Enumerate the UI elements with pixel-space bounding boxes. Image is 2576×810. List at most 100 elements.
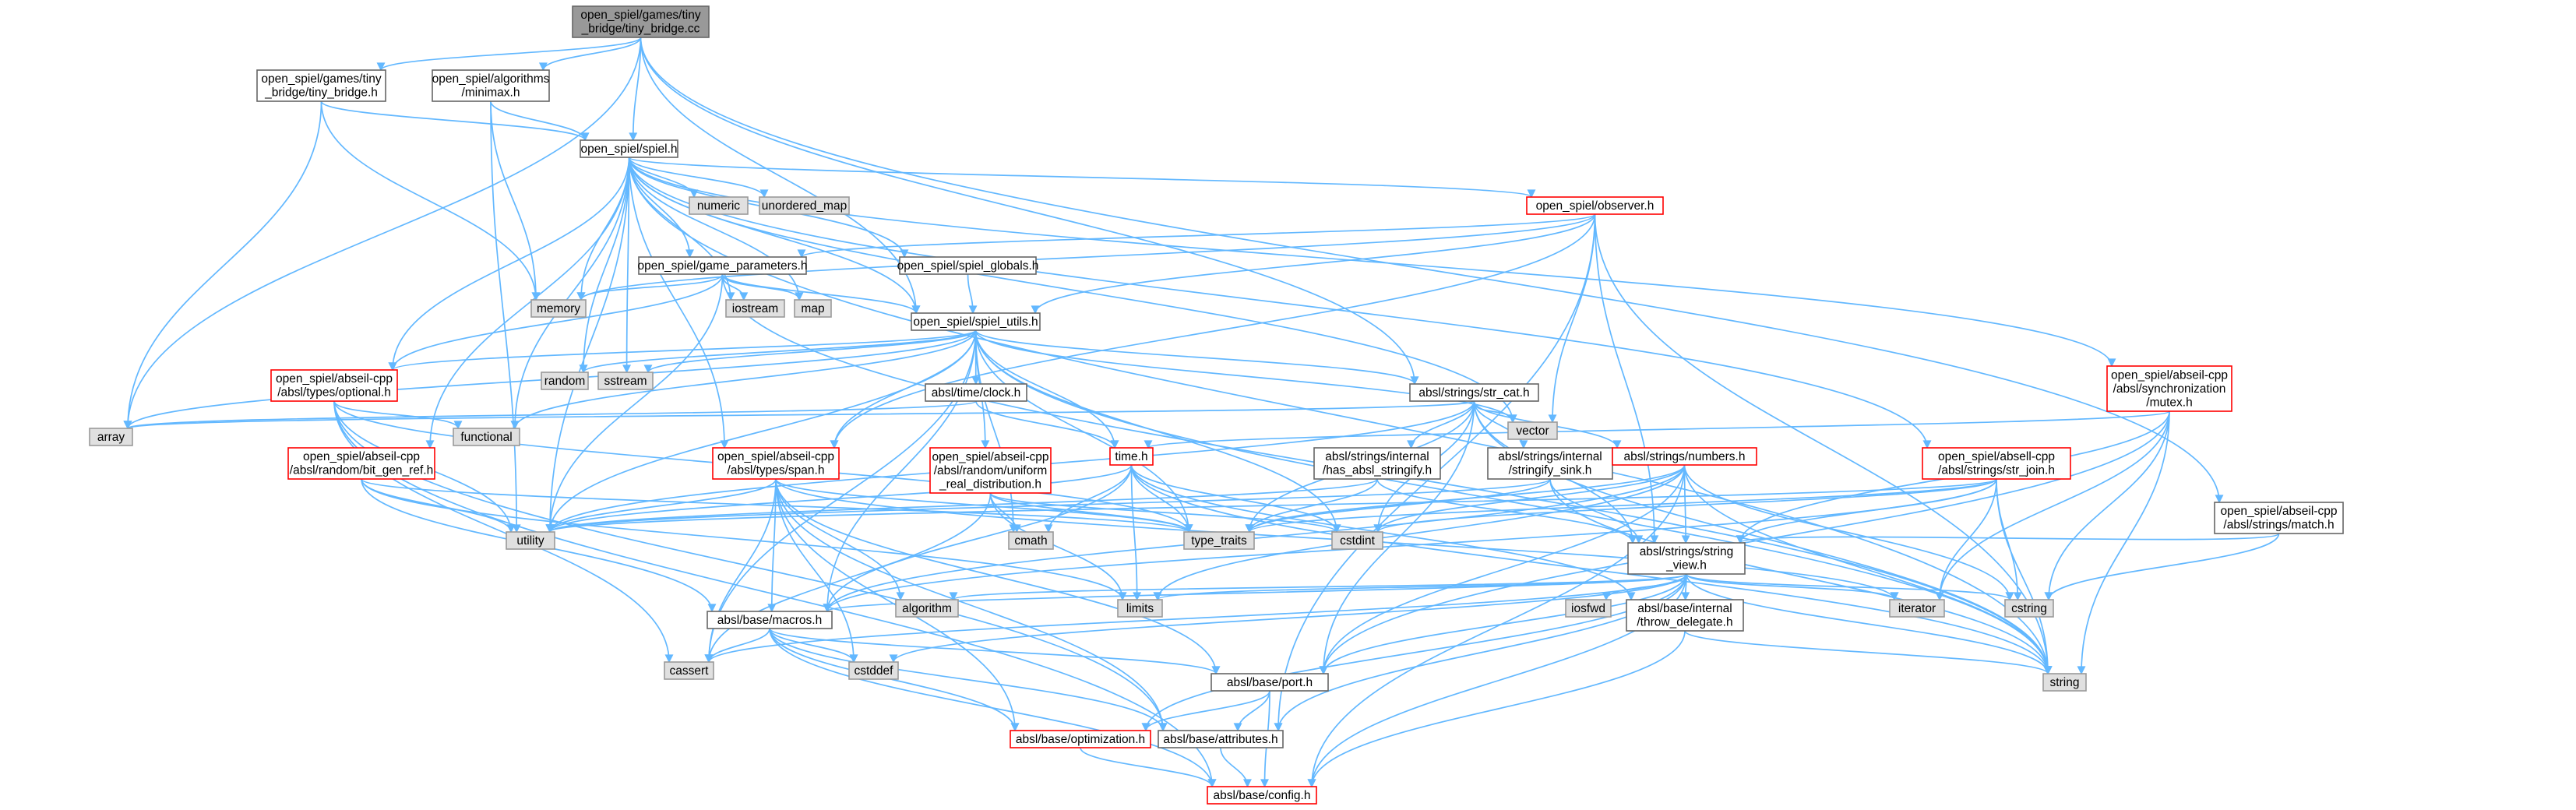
node-time-h[interactable]: time.h <box>1109 447 1154 466</box>
edge-spiel_h-to-memory <box>580 157 630 301</box>
graph-nodes: open_spiel/games/tiny_bridge/tiny_bridge… <box>89 5 2344 805</box>
node-label-line: absl/base/config.h <box>1214 789 1311 802</box>
node-config-h[interactable]: absl/base/config.h <box>1207 786 1317 805</box>
edge-arrowhead <box>2215 495 2224 504</box>
edge-uniform_real_h-to-limits <box>989 492 1123 600</box>
node-numbers-h[interactable]: absl/strings/numbers.h <box>1612 447 1757 466</box>
edge-string_view_h-to-iosfwd <box>1605 573 1687 600</box>
edge-arrowhead <box>1144 440 1153 449</box>
node-label-line: open_spiel/algorithms <box>432 72 550 86</box>
node-port-h[interactable]: absl/base/port.h <box>1210 673 1329 692</box>
edge-optimization_h-to-config_h <box>1080 747 1213 787</box>
node-clock-h[interactable]: absl/time/clock.h <box>925 383 1027 402</box>
node-label-line: sstream <box>604 375 647 388</box>
edge-arrowhead <box>1274 723 1283 732</box>
edge-arrowhead <box>1233 723 1242 732</box>
edge-string_view_h-to-iterator <box>1686 573 1895 600</box>
node-spiel-globals-h[interactable]: open_spiel/spiel_globals.h <box>897 256 1039 275</box>
node-minimax-h[interactable]: open_spiel/algorithms/minimax.h <box>432 69 550 102</box>
edge-arrowhead <box>1332 524 1341 534</box>
node-observer-h[interactable]: open_spiel/observer.h <box>1526 196 1664 215</box>
node-str-join-h[interactable]: open_spiel/absell-cpp/absl/strings/str_j… <box>1922 447 2071 480</box>
node-str-cat-h[interactable]: absl/strings/str_cat.h <box>1409 383 1539 402</box>
edge-match_h-to-string_view_h <box>1739 533 2280 544</box>
node-label-line: open_spiel/spiel_utils.h <box>913 315 1038 329</box>
edge-string_view_h-to-port_h <box>1323 573 1687 674</box>
node-label-line: open_spiel/abseil-cpp <box>717 450 834 463</box>
edge-arrowhead <box>830 440 839 449</box>
edge-attributes_h-to-config_h <box>1220 747 1249 787</box>
node-box <box>1207 786 1317 805</box>
node-cstdint: cstdint <box>1331 531 1383 550</box>
node-box <box>597 372 654 390</box>
node-label-line: /absl/strings/str_join.h <box>1938 464 2055 477</box>
node-optional-h[interactable]: open_spiel/abseil-cpp/absl/types/optiona… <box>270 369 398 402</box>
edge-arrowhead <box>2005 592 2014 601</box>
edge-span_h-to-algorithm <box>775 478 901 600</box>
node-root[interactable]: open_spiel/games/tiny_bridge/tiny_bridge… <box>572 5 710 38</box>
node-numeric: numeric <box>689 196 749 215</box>
edge-arrowhead <box>388 362 397 372</box>
node-throw-delegate-h[interactable]: absl/base/internal/throw_delegate.h <box>1626 599 1744 632</box>
node-iosfwd: iosfwd <box>1565 599 1612 618</box>
node-label-line: utility <box>516 534 544 548</box>
node-label-line: open_spiel/spiel.h <box>580 143 677 156</box>
node-uniform-real-h[interactable]: open_spiel/abseil-cpp/absl/random/unifor… <box>929 447 1052 494</box>
node-game-parameters-h[interactable]: open_spiel/game_parameters.h <box>638 256 808 275</box>
node-box <box>541 372 589 390</box>
node-box <box>1526 196 1664 215</box>
edge-arrowhead <box>911 305 921 315</box>
node-type-traits: type_traits <box>1183 531 1255 550</box>
node-string-view-h[interactable]: absl/strings/string_view.h <box>1627 542 1746 575</box>
node-label-line: absl/base/internal <box>1637 602 1732 615</box>
edge-port_h-to-optimization_h <box>1145 690 1270 731</box>
node-label-line: absl/base/optimization.h <box>1016 733 1145 746</box>
node-spiel-h[interactable]: open_spiel/spiel.h <box>580 139 678 158</box>
node-match-h[interactable]: open_spiel/abseil-cpp/absl/strings/match… <box>2214 502 2344 534</box>
node-box <box>1409 383 1539 402</box>
edge-bit_gen_ref_h-to-utility <box>361 478 512 533</box>
edge-observer_h-to-string <box>1594 213 2049 674</box>
edge-str_join_h-to-iterator <box>1939 478 1997 600</box>
edge-numbers_h-to-limits <box>1157 464 1686 600</box>
edge-spiel_utils_h-to-functional <box>514 329 977 429</box>
node-stringify-sink-h[interactable]: absl/strings/internal/stringify_sink.h <box>1487 447 1613 480</box>
node-iterator: iterator <box>1889 599 1945 618</box>
node-tiny-bridge-h[interactable]: open_spiel/games/tiny_bridge/tiny_bridge… <box>256 69 386 102</box>
edge-arrowhead <box>1010 723 1020 732</box>
node-label-line: numeric <box>697 199 740 213</box>
node-bit-gen-ref-h[interactable]: open_spiel/abseil-cpp/absl/random/bit_ge… <box>287 447 435 480</box>
edge-arrowhead <box>739 292 749 301</box>
edge-spiel_h-to-unordered_map <box>628 157 765 198</box>
node-attributes-h[interactable]: absl/base/attributes.h <box>1158 730 1284 748</box>
node-box <box>453 428 520 446</box>
node-spiel-utils-h[interactable]: open_spiel/spiel_utils.h <box>911 312 1041 331</box>
edge-arrowhead <box>576 292 586 301</box>
node-label-line: open_spiel/abseil-cpp <box>932 450 1049 463</box>
node-label-line: open_spiel/game_parameters.h <box>638 259 808 273</box>
node-mutex-h[interactable]: open_spiel/abseil-cpp/absl/synchronizati… <box>2106 365 2232 412</box>
node-span-h[interactable]: open_spiel/abseil-cpp/absl/types/span.h <box>712 447 840 480</box>
node-label-line: absl/base/attributes.h <box>1163 733 1277 746</box>
node-box <box>1008 531 1054 550</box>
node-has-absl-stringify-h[interactable]: absl/strings/internal/has_absl_stringify… <box>1313 447 1441 480</box>
edge-span_h-to-cassert <box>708 478 777 663</box>
edge-arrowhead <box>900 249 909 259</box>
edge-arrowhead <box>1548 414 1557 424</box>
node-box <box>895 599 959 618</box>
node-label-line: string <box>2050 676 2080 689</box>
edge-str_join_h-to-macros_h <box>826 478 1997 612</box>
node-box <box>1487 447 1613 480</box>
edge-arrowhead <box>1602 592 1611 601</box>
edge-arrowhead <box>797 249 806 259</box>
node-optimization-h[interactable]: absl/base/optimization.h <box>1010 730 1151 748</box>
edge-span_h-to-attributes_h <box>775 478 1164 731</box>
edge-spiel_h-to-map <box>628 157 800 301</box>
edge-spiel_h-to-mutex_h <box>628 157 2113 367</box>
edge-arrowhead <box>849 654 858 664</box>
node-box <box>572 5 710 38</box>
edge-spiel_h-to-span_h <box>628 157 725 449</box>
node-box <box>1331 531 1383 550</box>
edge-spiel_utils_h-to-utility <box>549 329 977 533</box>
node-macros-h[interactable]: absl/base/macros.h <box>707 611 833 629</box>
